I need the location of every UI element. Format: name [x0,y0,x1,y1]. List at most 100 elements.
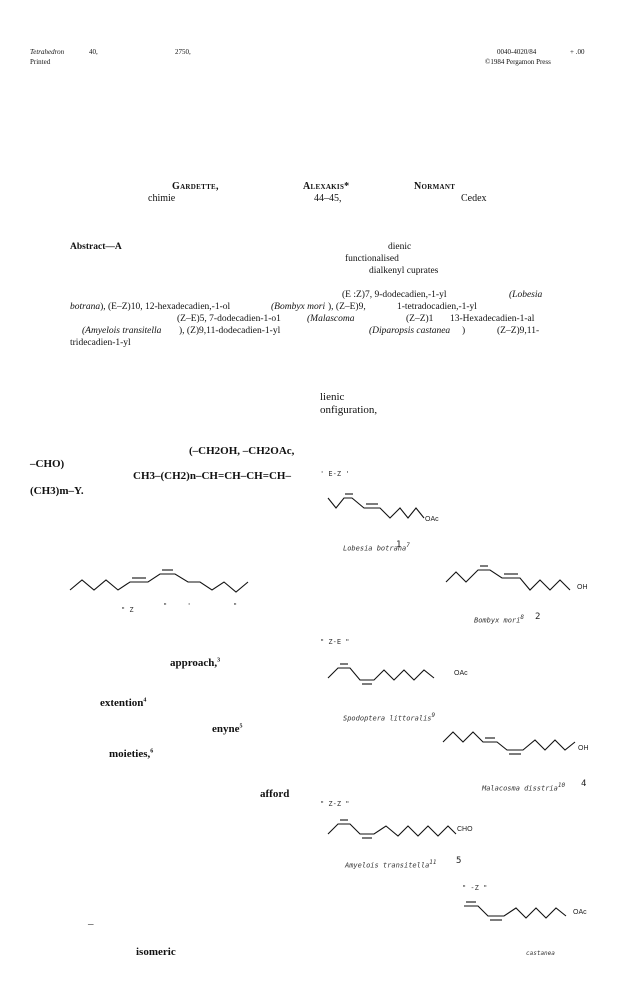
left-structure [69,569,249,593]
compound-number-4: 4 [581,779,587,789]
page-number: 2750, [175,48,191,56]
text-cho: –CHO) [30,458,65,470]
species-amyelois: (Amyelois transitella [82,326,162,336]
config-z: " -Z " [462,884,488,892]
abstract-l6: botrana), (E–Z)10, 12-hexadecadien,-1-ol [70,302,230,312]
caption-malacosma-text: Malacosma disstria [482,784,558,793]
left-mark-2: " [163,602,168,610]
abstract-l7a: (Z–E)5, 7-dodecadien-1-o1 [177,314,281,324]
abstract-label: Abstract—A [70,242,122,252]
chain-6 [464,905,567,919]
author-gardette: Gardette, [172,181,219,192]
abstract-l6b: ), (E–Z)10, 12-hexadecadien,-1-ol [100,302,231,312]
species-diparopsis: (Diparopsis castanea [369,326,451,336]
text-moieties: moieties,6 [109,748,153,760]
chain-1 [327,497,425,519]
structure-5 [327,819,457,839]
species-malascoma: (Malascoma [307,314,355,324]
ref-11: 11 [429,859,437,866]
general-formula-end: (CH3)m–Y. [30,485,84,497]
compound-number-2: 2 [535,612,541,622]
chain-5 [327,823,457,837]
journal-name: Tetrahedron [30,48,65,56]
ref-7: 7 [406,542,410,549]
left-chain [69,573,249,593]
abstract-l9: tridecadien-1-yl [70,338,131,348]
group-oh-4: OH [578,745,589,752]
abstract-dialkenyl: dialkenyl cuprates [369,266,439,276]
caption-malacosma: Malacosma disstria10 [482,782,565,792]
abstract-l5a: (E :Z)7, 9-dodecadien,-1-yl [342,290,447,300]
structure-2 [445,565,571,591]
caption-spodoptera: Spodoptera littoralis9 [343,712,435,722]
compound-number-5: 5 [456,856,462,866]
caption-lobesia: Lobesia botrana7 [343,542,410,552]
left-mark-3: ' [187,602,192,610]
moieties-word: moieties, [109,748,151,760]
text-isomeric: isomeric [136,946,176,958]
config-ze: " Z-E " [320,638,350,646]
text-dash: – [88,918,94,930]
species-bombyx: (Bombyx mori [271,302,326,312]
abstract-l8b: ), (Z)9,11-dodecadien-1-yl [179,326,281,336]
abstract-l5b: (Lobesia [509,290,543,300]
affiliation-2: 44–45, [314,193,342,204]
ref-6: 6 [150,748,154,755]
caption-castanea: castanea [526,950,555,957]
structure-3 [327,663,435,685]
ref-8: 8 [520,614,524,621]
printed-label: Printed [30,58,51,66]
general-formula: CH3–(CH2)n–CH=CH–CH=CH– [133,470,291,482]
price: + .00 [570,48,585,56]
config-ez: ' E-Z ' [320,470,350,478]
enyne-word: enyne [212,723,240,735]
publisher: ©1984 Pergamon Press [485,58,551,66]
abstract-l6d: ), (Z–E)9, [328,302,366,312]
journal-code: 0040-4020/84 [497,48,537,56]
ref-9: 9 [431,712,436,719]
caption-bombyx-text: Bombyx mori [474,616,521,625]
abstract-l7d: 13-Hexadecadien-1-al [450,314,535,324]
chain-4 [442,731,576,751]
caption-bombyx: Bombyx mori8 [474,614,524,624]
text-extention: extention4 [100,697,146,709]
text-dienic: lienic [320,391,345,403]
text-configuration: onfiguration, [320,404,378,416]
caption-lobesia-text: Lobesia botrana [343,544,407,553]
abstract-l8e: (Z–Z)9,11- [497,326,540,336]
text-afford: afford [260,788,290,800]
text-enyne: enyne5 [212,723,243,735]
extention-word: extention [100,697,144,709]
text-approach: approach,3 [170,657,220,669]
abstract-dienic: dienic [388,242,412,252]
volume: 40, [89,48,98,56]
species-botrana: botrana [70,302,101,312]
ref-3: 3 [217,657,221,664]
abstract-functionalised: functionalised [345,254,399,264]
affiliation-3: Cedex [461,193,487,204]
approach-word: approach, [170,657,218,669]
caption-amyelois: Amyelois transitella11 [345,859,437,869]
abstract-l6e: 1-tetradocadien,-1-yl [397,302,477,312]
author-normant: Normant [414,181,456,192]
group-oac-3: OAc [454,670,468,677]
ref-4: 4 [143,697,147,704]
author-alexakis: Alexakis* [303,181,350,192]
chain-2 [445,569,571,591]
left-mark-1: " Z [121,606,134,614]
abstract-l7c: (Z–Z)1 [406,314,434,324]
abstract-l8d: ) [462,326,466,336]
group-oac-6: OAc [573,909,587,916]
group-oh-2: OH [577,584,588,591]
structure-4 [442,731,576,755]
chain-3 [327,667,435,681]
compound-number-1: 1 [396,540,402,550]
ref-10: 10 [557,782,566,789]
left-mark-4: " [233,602,238,610]
caption-amyelois-text: Amyelois transitella [345,861,430,870]
group-cho-5: CHO [457,826,473,833]
group-oac-1: OAc [425,516,439,523]
structure-6 [464,901,567,921]
caption-spodoptera-text: Spodoptera littoralis [343,714,432,723]
functional-groups: (–CH2OH, –CH2OAc, [189,445,295,457]
